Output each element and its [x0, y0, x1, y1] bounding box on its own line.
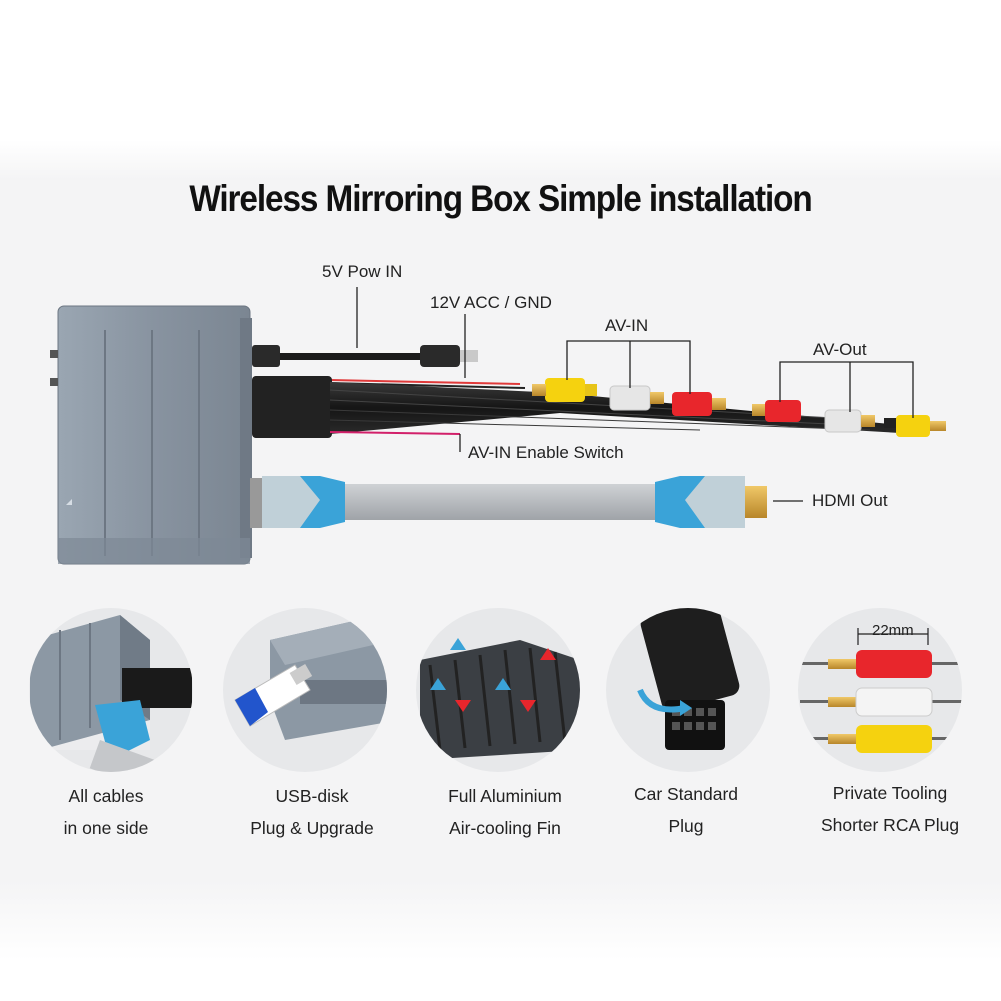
label-av-out: AV-Out	[813, 340, 867, 359]
label-av-in-switch: AV-IN Enable Switch	[468, 443, 624, 462]
feature-caption-line1: USB-disk	[275, 786, 349, 806]
feature-image-usb	[223, 608, 387, 772]
feature-caption-usb: USB-disk Plug & Upgrade	[222, 780, 402, 844]
rca-plug-av-out-red	[752, 400, 801, 422]
hdmi-cable	[250, 476, 767, 528]
rca-plug-av-out-yellow	[884, 415, 946, 437]
feature-caption-line2: Air-cooling Fin	[449, 818, 561, 838]
feature-caption-car-plug: Car Standard Plug	[596, 778, 776, 842]
rca-plug-av-in-white	[609, 385, 664, 411]
feature-caption-line1: Full Aluminium	[448, 786, 562, 806]
label-hdmi-out: HDMI Out	[812, 491, 888, 510]
feature-caption-line1: Car Standard	[633, 784, 739, 804]
feature-image-cables	[29, 608, 193, 772]
feature-caption-line2: Shorter RCA Plug	[820, 815, 960, 835]
feature-image-cooling-fin	[416, 608, 580, 772]
rca-plug-av-in-yellow	[532, 378, 597, 402]
page-title: Wireless Mirroring Box Simple installati…	[189, 178, 812, 219]
label-dimension: 22mm	[872, 622, 914, 639]
feature-caption-line2: in one side	[63, 818, 149, 838]
feature-image-rca	[798, 608, 962, 772]
feature-caption-line1: Private Tooling	[832, 783, 948, 803]
feature-caption-cooling-fin: Full Aluminium Air-cooling Fin	[415, 780, 595, 844]
rca-plug-av-out-white	[824, 409, 875, 433]
rca-plug-av-in-red	[672, 392, 726, 416]
label-av-in: AV-IN	[605, 316, 649, 335]
feature-caption-line2: Plug	[668, 816, 704, 836]
feature-caption-line2: Plug & Upgrade	[250, 818, 374, 838]
feature-caption-rca: Private Tooling Shorter RCA Plug	[800, 777, 980, 841]
leader-lines	[356, 287, 914, 502]
usb-power-cable	[252, 345, 478, 367]
feature-caption-cables: All cables in one side	[16, 780, 196, 844]
feature-caption-line1: All cables	[68, 786, 144, 806]
label-pow-in: 5V Pow IN	[322, 262, 403, 281]
mirroring-box	[50, 305, 252, 565]
label-acc-gnd: 12V ACC / GND	[430, 293, 552, 312]
feature-image-car-plug	[606, 608, 770, 772]
